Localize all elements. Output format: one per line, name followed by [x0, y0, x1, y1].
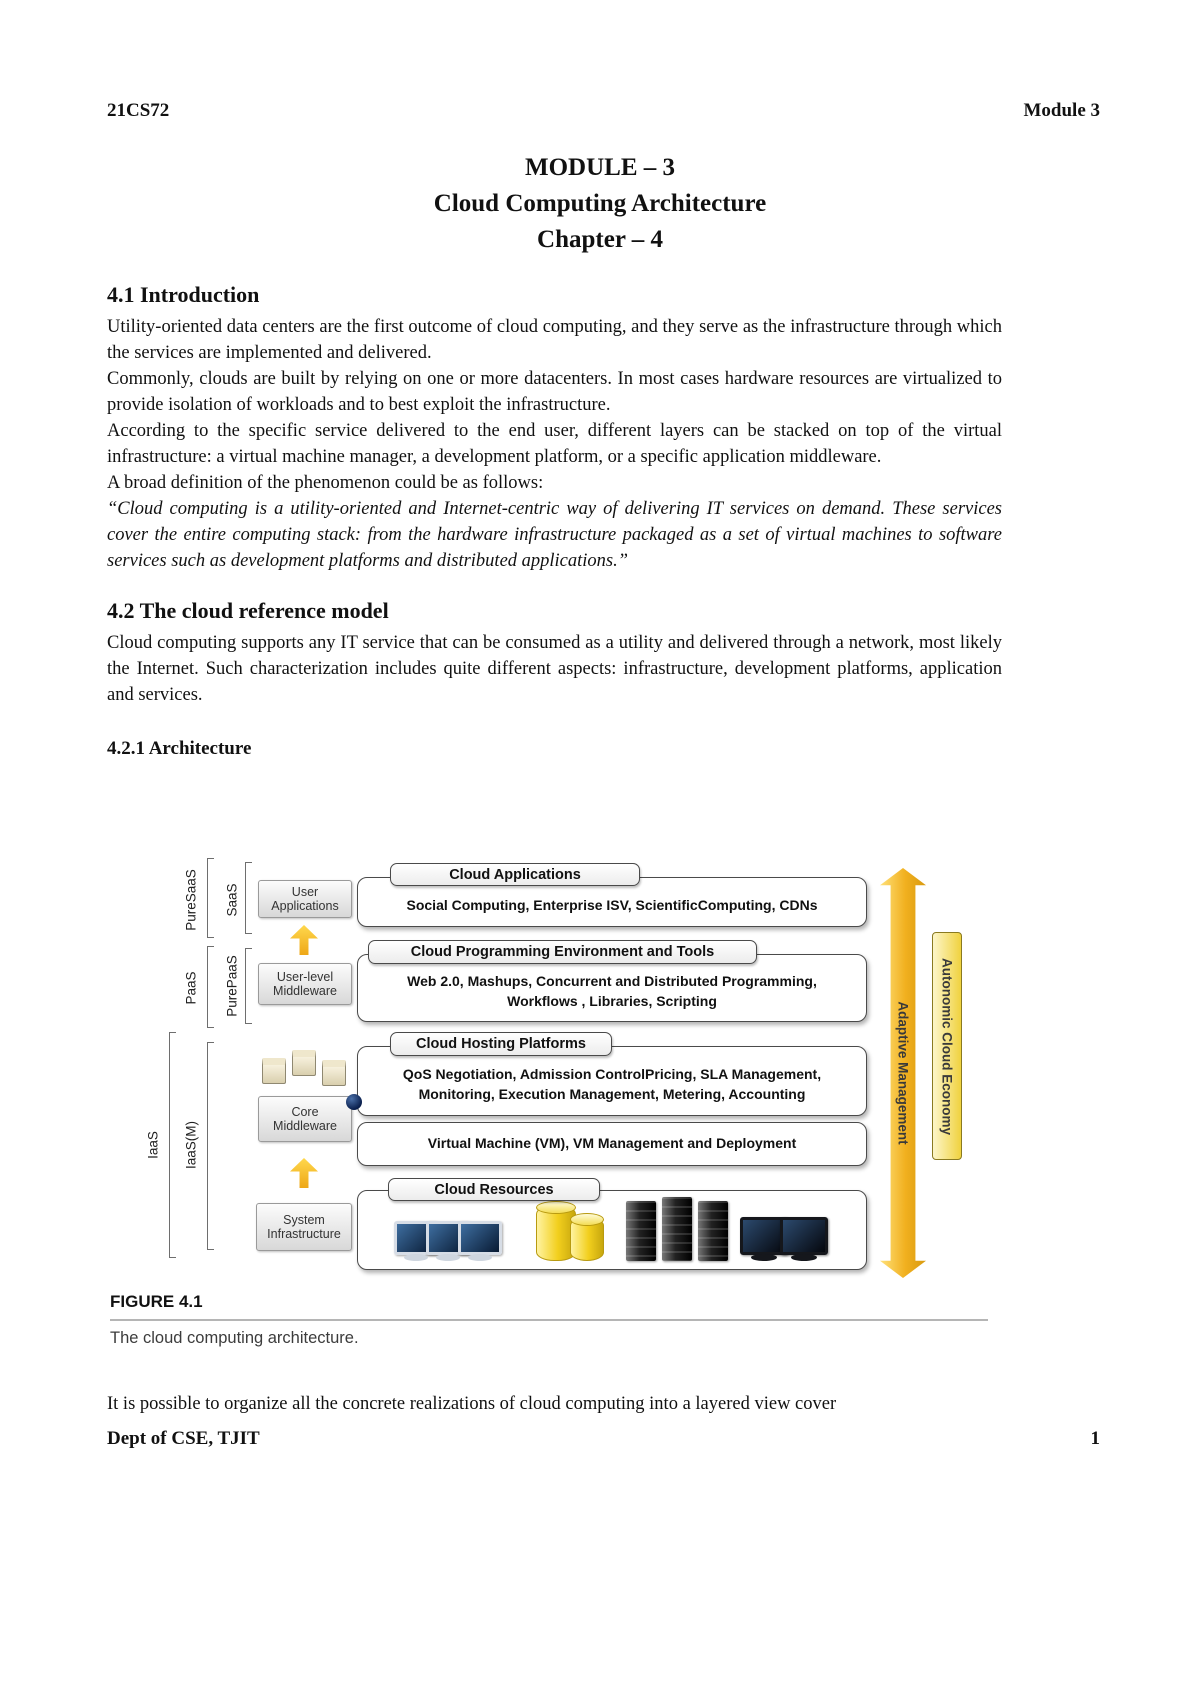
- monitor-icon: [458, 1221, 502, 1261]
- cloud-resources-header-label: Cloud Resources: [434, 1181, 554, 1198]
- intro-paragraph-4: A broad definition of the phenomenon cou…: [107, 473, 544, 493]
- server-tower-icon: [662, 1197, 692, 1261]
- adaptive-management-arrow: Adaptive Management: [880, 868, 926, 1278]
- axis-label-puresaas: PureSaaS: [183, 869, 199, 931]
- axis-label-iaas: IaaS: [145, 1131, 161, 1159]
- database-cylinder-icon: [536, 1201, 576, 1261]
- intro-paragraph-3: According to the specific service delive…: [107, 421, 1002, 467]
- server-towers-icon: [626, 1197, 734, 1261]
- intro-paragraph-1: Utility-oriented data centers are the fi…: [107, 317, 1002, 363]
- page-header: 21CS72 Module 3: [107, 100, 1100, 122]
- cloud-programming-header-label: Cloud Programming Environment and Tools: [410, 944, 715, 960]
- cloud-programming-header: Cloud Programming Environment and Tools: [368, 940, 757, 964]
- axis-bracket-paas: [207, 946, 214, 1028]
- axis-label-saas: SaaS: [224, 883, 240, 917]
- figure-caption-block: FIGURE 4.1 The cloud computing architect…: [110, 1292, 988, 1348]
- adaptive-management-label: Adaptive Management: [895, 1001, 911, 1145]
- cloud-hosting-header: Cloud Hosting Platforms: [390, 1032, 612, 1056]
- database-cylinders-icon: [536, 1201, 604, 1261]
- definition-quote: “Cloud computing is a utility-oriented a…: [107, 499, 1002, 571]
- cloud-applications-header: Cloud Applications: [390, 863, 640, 886]
- heading-4-1: 4.1 Introduction: [107, 282, 260, 307]
- axis-label-purepaas: PurePaaS: [224, 955, 240, 1017]
- user-applications-box: User Applications: [258, 880, 352, 918]
- middleware-cubes-icon: [262, 1050, 354, 1104]
- body-text: 4.1 Introduction Utility-oriented data c…: [107, 282, 1002, 760]
- cloud-architecture-diagram: PureSaaS SaaS PaaS PurePaaS IaaS IaaS(M)…: [112, 846, 972, 1294]
- system-infrastructure-label: System Infrastructure: [267, 1212, 341, 1241]
- heading-4-2-1: 4.2.1 Architecture: [107, 738, 252, 759]
- reference-paragraph: Cloud computing supports any IT service …: [107, 633, 1002, 705]
- workstations-icon: [740, 1217, 828, 1261]
- system-infrastructure-box: System Infrastructure: [256, 1203, 352, 1251]
- axis-bracket-iaasm: [207, 1042, 214, 1250]
- axis-label-paas: PaaS: [183, 971, 199, 1005]
- cloud-programming-body: Web 2.0, Mashups, Concurrent and Distrib…: [357, 954, 867, 1022]
- title-line-1: MODULE – 3: [525, 154, 675, 181]
- cloud-programming-body-text: Web 2.0, Mashups, Concurrent and Distrib…: [407, 973, 817, 1009]
- cube-icon: [292, 1050, 316, 1076]
- axis-label-iaasm: IaaS(M): [183, 1120, 199, 1170]
- user-applications-label: User Applications: [271, 884, 339, 913]
- cloud-hosting-body: QoS Negotiation, Admission ControlPricin…: [357, 1046, 867, 1116]
- footer-page-number: 1: [1090, 1428, 1101, 1449]
- title-block: MODULE – 3 Cloud Computing Architecture …: [0, 150, 1200, 258]
- core-middleware-label: Core Middleware: [273, 1104, 337, 1133]
- cloud-resources-header: Cloud Resources: [388, 1178, 600, 1201]
- cube-icon: [262, 1058, 286, 1084]
- virtual-machine-box: Virtual Machine (VM), VM Management and …: [357, 1122, 867, 1166]
- figure-caption: The cloud computing architecture.: [110, 1329, 359, 1347]
- intro-paragraph-2: Commonly, clouds are built by relying on…: [107, 369, 1002, 415]
- server-tower-icon: [626, 1201, 656, 1261]
- axis-bracket-purepaas: [245, 948, 252, 1024]
- footer-department: Dept of CSE, TJIT: [107, 1428, 260, 1449]
- title-line-2: Cloud Computing Architecture: [433, 190, 767, 217]
- figure-label: FIGURE 4.1: [110, 1292, 203, 1311]
- cloud-resources-body: [357, 1190, 867, 1270]
- title-line-3: Chapter – 4: [537, 226, 663, 253]
- axis-bracket-iaas: [169, 1032, 176, 1258]
- user-level-middleware-box: User-level Middleware: [258, 963, 352, 1005]
- axis-bracket-saas: [245, 862, 252, 934]
- cloud-hosting-body-text: QoS Negotiation, Admission ControlPricin…: [402, 1066, 822, 1102]
- monitors-cluster-icon: [394, 1221, 502, 1261]
- heading-4-2: 4.2 The cloud reference model: [107, 598, 389, 623]
- cloud-applications-body-text: Social Computing, Enterprise ISV, Scient…: [406, 897, 818, 914]
- sphere-icon: [346, 1094, 362, 1110]
- virtual-machine-box-text: Virtual Machine (VM), VM Management and …: [427, 1135, 797, 1152]
- cloud-hosting-header-label: Cloud Hosting Platforms: [416, 1036, 586, 1052]
- cube-icon: [322, 1060, 346, 1086]
- user-level-middleware-label: User-level Middleware: [273, 969, 337, 998]
- database-cylinder-icon: [570, 1213, 604, 1261]
- figure-caption-divider: [110, 1319, 988, 1321]
- core-middleware-box: Core Middleware: [258, 1096, 352, 1142]
- axis-bracket-puresaas: [207, 858, 214, 938]
- server-tower-icon: [698, 1201, 728, 1261]
- workstation-monitor-icon: [780, 1217, 828, 1261]
- autonomic-cloud-economy-box: Autonomic Cloud Economy: [932, 932, 962, 1160]
- module-label: Module 3: [1023, 100, 1100, 121]
- up-arrow-icon: [290, 925, 318, 955]
- cloud-applications-header-label: Cloud Applications: [449, 866, 581, 883]
- course-code: 21CS72: [107, 100, 170, 121]
- autonomic-cloud-economy-label: Autonomic Cloud Economy: [939, 957, 955, 1135]
- closing-paragraph: It is possible to organize all the concr…: [107, 1393, 837, 1414]
- up-arrow-icon: [290, 1158, 318, 1188]
- page-footer: Dept of CSE, TJIT 1: [107, 1428, 1100, 1450]
